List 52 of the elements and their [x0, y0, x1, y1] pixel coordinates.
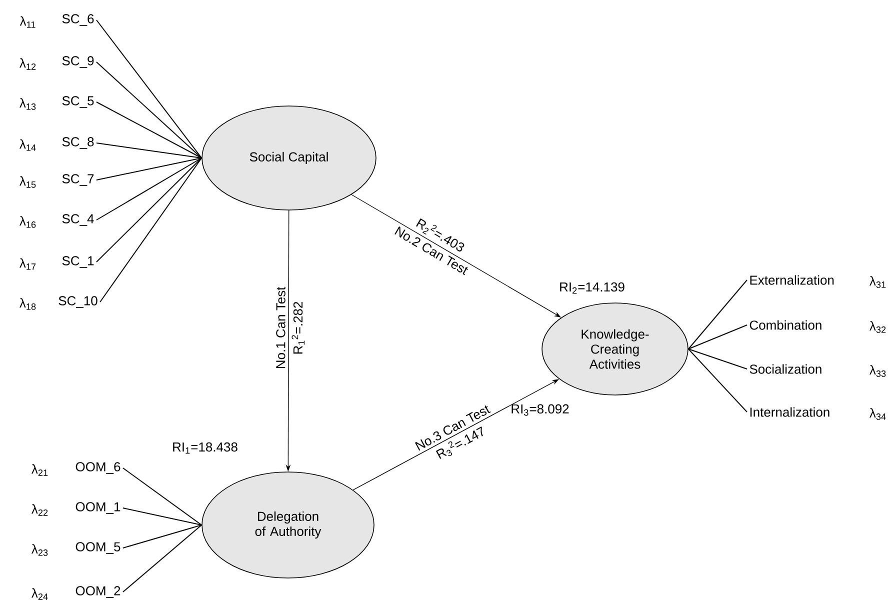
indicator-label: SC_6	[62, 14, 94, 26]
loading-line	[96, 158, 202, 262]
indicator-label: SC_7	[62, 174, 94, 186]
loading-line	[122, 524, 202, 548]
indicator-label: SC_4	[62, 214, 94, 226]
indicator-label: OOM_6	[76, 462, 120, 474]
lambda-label: λ$_{17}$	[20, 258, 36, 270]
coefficient-label: R$_{1}$$^{2}$=.282	[292, 302, 305, 354]
lambda-label: λ$_{18}$	[20, 298, 36, 310]
loading-line	[96, 62, 202, 158]
indicator-label: Combination	[750, 320, 822, 330]
indicator-label: SC_5	[62, 96, 94, 108]
loading-line	[96, 158, 202, 180]
loading-line	[122, 508, 202, 526]
loading-line	[688, 348, 748, 412]
lambda-label: λ$_{32}$	[870, 321, 886, 333]
reliability-label: RI$_{3}$=8.092	[512, 404, 569, 416]
indicator-label: Socialization	[750, 364, 822, 374]
lambda-label: λ$_{15}$	[20, 176, 36, 188]
loading-line	[122, 468, 202, 526]
loading-line	[122, 524, 202, 592]
lambda-label: λ$_{21}$	[32, 464, 48, 476]
loading-line	[100, 158, 202, 302]
indicator-label: OOM_5	[76, 542, 120, 554]
indicator-label: SC_8	[62, 137, 94, 149]
loading-line	[688, 324, 748, 350]
loading-line	[96, 142, 202, 158]
lambda-label: λ$_{31}$	[870, 276, 886, 288]
loading-line	[96, 102, 202, 158]
lambda-label: λ$_{34}$	[870, 408, 886, 420]
lambda-label: λ$_{22}$	[32, 504, 48, 516]
lambda-label: λ$_{23}$	[32, 544, 48, 556]
indicator-label: Externalization	[750, 275, 834, 285]
indicator-label: Internalization	[750, 407, 830, 417]
reliability-label: RI$_{1}$=18.438	[173, 442, 238, 454]
indicator-label: OOM_2	[76, 586, 120, 598]
indicator-label: SC_10	[58, 296, 98, 308]
indicator-label: OOM_1	[76, 502, 120, 514]
loading-line	[96, 158, 202, 220]
loading-line	[96, 20, 202, 158]
loading-line	[688, 280, 748, 350]
lambda-label: λ$_{12}$	[20, 58, 36, 70]
lambda-label: λ$_{11}$	[20, 16, 36, 28]
indicator-label: SC_9	[62, 56, 94, 68]
loading-line	[688, 348, 748, 370]
lambda-label: λ$_{14}$	[20, 139, 36, 151]
lambda-label: λ$_{13}$	[20, 98, 36, 110]
edge-label: No.1 Can Test	[276, 286, 286, 368]
lambda-label: λ$_{24}$	[32, 588, 48, 600]
indicator-label: SC_1	[62, 256, 94, 268]
lambda-label: λ$_{16}$	[20, 216, 36, 228]
lambda-label: λ$_{33}$	[870, 365, 886, 377]
